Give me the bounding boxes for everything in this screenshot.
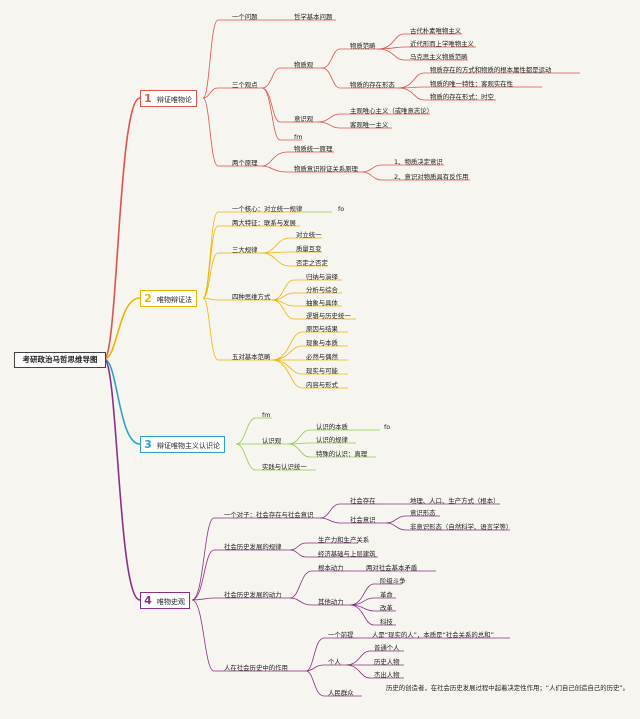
node-matter-category[interactable]: 物质范畴	[350, 42, 376, 50]
node-matter-forms[interactable]: 物质的存在形态	[350, 81, 395, 89]
node-historical-figure[interactable]: 历史人物	[374, 658, 400, 666]
node-form-2[interactable]: 物质的唯一特性：客观实在性	[430, 80, 514, 88]
node-cognition-view[interactable]: 认识观	[262, 437, 282, 445]
branch-label: 唯物史观	[157, 598, 185, 606]
node-relation-1[interactable]: 1、物质决定意识	[394, 158, 443, 166]
node-social-consciousness[interactable]: 社会意识	[350, 516, 376, 524]
node-premise[interactable]: 一个前提	[328, 631, 354, 639]
node-category-2[interactable]: 近代形而上学唯物主义	[410, 40, 474, 48]
node-social-existence[interactable]: 社会存在	[350, 497, 376, 505]
node-cat-5[interactable]: 内容与形式	[306, 381, 338, 389]
node-category-1[interactable]: 古代朴素唯物主义	[410, 27, 462, 35]
branch-number: 3	[144, 438, 152, 451]
node-law-3[interactable]: 否定之否定	[296, 259, 328, 267]
node-relation-2[interactable]: 2、意识对物质具有反作用	[394, 173, 469, 181]
node-consc-2[interactable]: 客观唯一主义	[350, 121, 389, 129]
node-non-ideology[interactable]: 非意识形态（自然科学、语言学等）	[410, 523, 513, 531]
node-class-struggle[interactable]: 阶级斗争	[380, 577, 406, 585]
node-consc-1[interactable]: 主观唯心主义（或唯意志论）	[350, 107, 434, 115]
branch-number: 2	[144, 292, 152, 305]
node-basic-question[interactable]: 哲学基本问题	[294, 13, 333, 21]
branch-label: 唯物辩证法	[157, 296, 192, 304]
node-history-law[interactable]: 社会历史发展的规律	[224, 543, 282, 551]
node-cat-2[interactable]: 现象与本质	[306, 339, 338, 347]
node-cat-4[interactable]: 现实与可能	[306, 367, 338, 375]
node-economic-base[interactable]: 经济基础与上层建筑	[318, 550, 376, 558]
node-way-1[interactable]: 归纳与演绎	[306, 273, 338, 281]
node-principle-2[interactable]: 物质意识辩证关系原理	[294, 165, 358, 173]
branch-2-node[interactable]: 2 唯物辩证法	[140, 290, 197, 307]
node-two-principles[interactable]: 两个原理	[232, 159, 258, 167]
node-law-2[interactable]: 质量互变	[296, 245, 322, 253]
branch-4-node[interactable]: 4 唯物史观	[140, 592, 190, 609]
branch-3-node[interactable]: 3 辩证唯物主义认识论	[140, 436, 225, 453]
node-ideology[interactable]: 意识形态	[410, 509, 436, 517]
node-revolution[interactable]: 革命	[380, 591, 393, 599]
branch-1-node[interactable]: 1 辩证唯物论	[140, 90, 197, 107]
node-masses[interactable]: 人民群众	[328, 689, 354, 697]
node-fo[interactable]: fo	[384, 423, 391, 431]
node-cat-1[interactable]: 原因与结果	[306, 325, 338, 333]
node-two-features[interactable]: 两大特征：联系与发展	[232, 219, 296, 227]
node-one-core[interactable]: 一个核心：对立统一规律	[232, 205, 303, 213]
node-cognition-law[interactable]: 认识的规律	[316, 436, 348, 444]
node-matter-view[interactable]: 物质观	[294, 61, 314, 69]
node-one-pair[interactable]: 一个对子：社会存在与社会意识	[224, 511, 314, 519]
node-way-4[interactable]: 逻辑与历史统一	[306, 312, 351, 320]
node-three-views[interactable]: 三个观点	[232, 81, 258, 89]
node-consciousness-view[interactable]: 意识观	[294, 115, 314, 123]
node-human-role[interactable]: 人在社会历史中的作用	[224, 664, 288, 672]
node-root-force-content[interactable]: 两对社会基本矛盾	[366, 564, 418, 572]
node-three-laws[interactable]: 三大规律	[232, 246, 258, 254]
node-fm[interactable]: fm	[262, 411, 271, 419]
node-one-question[interactable]: 一个问题	[232, 13, 258, 21]
node-law-1[interactable]: 对立统一	[296, 231, 322, 239]
node-category-3[interactable]: 马克思主义物质范畴	[410, 53, 468, 61]
branch-number: 1	[144, 92, 152, 105]
node-form-1[interactable]: 物质存在的方式和物质的根本属性都是运动	[430, 66, 552, 74]
branch-label: 辩证唯物主义认识论	[157, 442, 220, 450]
node-principle-1[interactable]: 物质统一原理	[294, 145, 333, 153]
node-fo[interactable]: fo	[338, 205, 345, 213]
node-five-categories[interactable]: 五对基本范畴	[232, 353, 271, 361]
node-technology[interactable]: 科技	[380, 618, 393, 626]
node-history-force[interactable]: 社会历史发展的动力	[224, 591, 282, 599]
node-cognition-essence[interactable]: 认识的本质	[316, 423, 348, 431]
node-individual[interactable]: 个人	[328, 658, 341, 666]
node-form-3[interactable]: 物质的存在形式：时空	[430, 93, 494, 101]
node-ordinary-person[interactable]: 普通个人	[374, 644, 400, 652]
node-four-ways[interactable]: 四种思维方式	[232, 293, 271, 301]
node-premise-content[interactable]: 人是“现实的人”，本质是“社会关系的总和”	[372, 631, 494, 639]
node-other-force[interactable]: 其他动力	[318, 598, 344, 606]
root-node[interactable]: 考研政治马哲思维导图	[14, 352, 106, 368]
node-existence-content[interactable]: 地理、人口、生产方式（根本）	[410, 497, 500, 505]
node-truth[interactable]: 特殊的认识：真理	[316, 450, 368, 458]
node-outstanding-person[interactable]: 杰出人物	[374, 671, 400, 679]
node-way-3[interactable]: 抽象与具体	[306, 299, 338, 307]
node-cat-3[interactable]: 必然与偶然	[306, 353, 338, 361]
node-reform[interactable]: 改革	[380, 604, 393, 612]
branch-number: 4	[144, 594, 152, 607]
branch-label: 辩证唯物论	[157, 96, 192, 104]
node-masses-content[interactable]: 历史的创造者，在社会历史发展过程中起着决定性作用；“人们自己创造自己的历史”。	[386, 684, 630, 692]
node-root-force[interactable]: 根本动力	[318, 564, 344, 572]
node-practice-unity[interactable]: 实践与认识统一	[262, 463, 307, 471]
node-fm[interactable]: fm	[294, 133, 303, 141]
node-way-2[interactable]: 分析与综合	[306, 286, 338, 294]
node-productive-forces[interactable]: 生产力和生产关系	[318, 536, 370, 544]
